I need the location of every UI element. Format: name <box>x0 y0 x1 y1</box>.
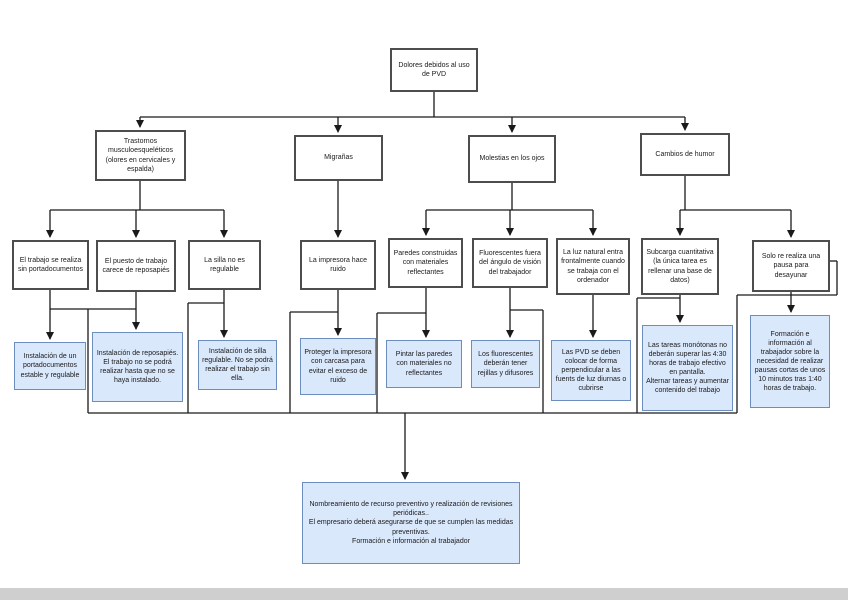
page-bottom-edge <box>0 588 848 600</box>
node-cambios-humor: Cambios de humor <box>640 133 730 176</box>
cause-luz-natural-frontal: La luz natural entra frontalmente cuando… <box>556 238 630 295</box>
solution-rejillas-difusores: Los fluorescentes deberán tener rejillas… <box>471 340 540 388</box>
node-medidas-finales: Nombreamiento de recurso preventivo y re… <box>302 482 520 564</box>
solution-pausas-cortas: Formación e información al trabajador so… <box>750 315 830 408</box>
cause-pausa-desayunar: Solo re realiza una pausa para desayunar <box>752 240 830 292</box>
solution-carcasa-impresora: Proteger la impresora con carcasa para e… <box>300 338 376 395</box>
solution-instalacion-reposapies: Instalación de reposapiés. El trabajo no… <box>92 332 183 402</box>
solution-instalacion-portadocumentos: Instalación de un portadocumentos establ… <box>14 342 86 390</box>
node-molestias-ojos: Molestias en los ojos <box>468 135 556 183</box>
node-root-dolores-pvd: Dolores debidos al uso de PVD <box>390 48 478 92</box>
node-migranas: Migrañas <box>294 135 383 181</box>
cause-silla-no-regulable: La silla no es regulable <box>188 240 261 290</box>
solution-pvd-perpendicular: Las PVD se deben colocar de forma perpen… <box>551 340 631 401</box>
cause-fluorescentes-angulo: Fluorescentes fuera del ángulo de visión… <box>472 238 548 288</box>
cause-carece-reposapies: El puesto de trabajo carece de reposapié… <box>96 240 176 292</box>
solution-pintar-paredes: Pintar las paredes con materiales no ref… <box>386 340 462 388</box>
cause-impresora-ruido: La impresora hace ruido <box>300 240 376 290</box>
solution-instalacion-silla: Instalación de silla regulable. No se po… <box>198 340 277 390</box>
cause-paredes-reflectantes: Paredes construidas con materiales refle… <box>388 238 463 288</box>
cause-sin-portadocumentos: El trabajo se realiza sin portadocumento… <box>12 240 89 290</box>
node-trastornos-musculoesqueleticos: Trastornos musculoesqueléticos (olores e… <box>95 130 186 181</box>
cause-subcarga-cuantitativa: Subcarga cuantitativa (la única tarea es… <box>641 238 719 295</box>
solution-alternar-tareas: Las tareas monótonas no deberán superar … <box>642 325 733 411</box>
